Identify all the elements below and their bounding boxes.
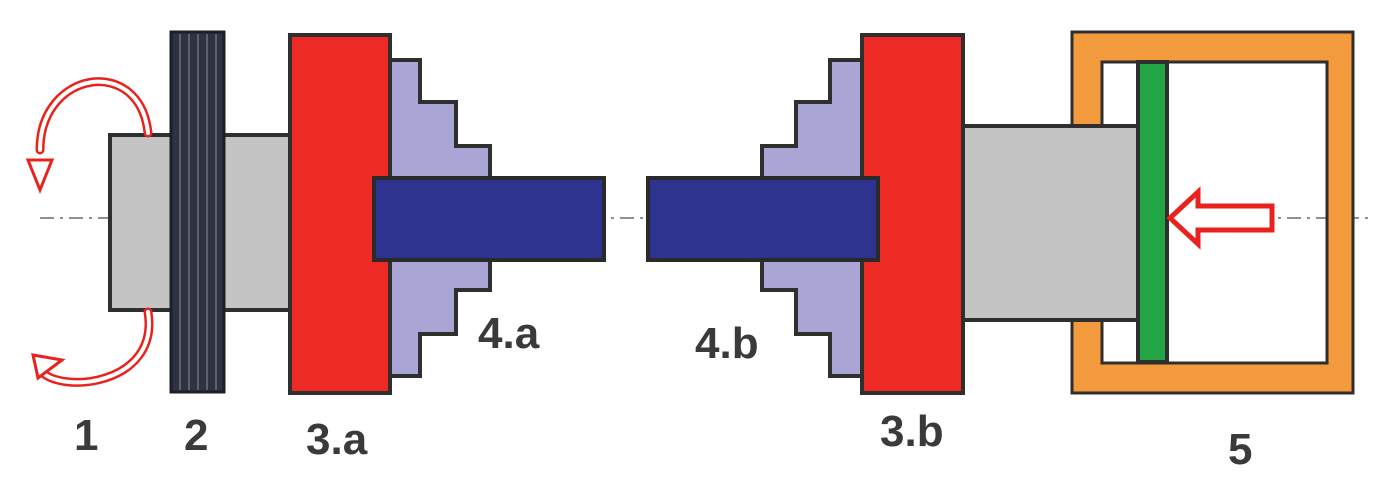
- label-workpiece-a: 4.a: [478, 309, 540, 358]
- rotation-arrow-bottom: [31, 307, 154, 387]
- label-workpiece-b: 4.b: [695, 319, 759, 368]
- piston: [1136, 60, 1169, 364]
- label-chuck-b: 3.b: [880, 407, 944, 456]
- label-chuck-a: 3.a: [306, 415, 368, 464]
- label-spindle: 1: [74, 411, 99, 460]
- label-cylinder: 5: [1228, 425, 1253, 474]
- label-flywheel: 2: [184, 411, 209, 460]
- rotation-arrow-top: [25, 77, 153, 195]
- flywheel: [169, 30, 226, 394]
- workpiece-b: [646, 176, 880, 262]
- workpiece-a: [372, 176, 606, 262]
- force-arrow: [1166, 186, 1275, 250]
- piston-rod: [960, 124, 1142, 322]
